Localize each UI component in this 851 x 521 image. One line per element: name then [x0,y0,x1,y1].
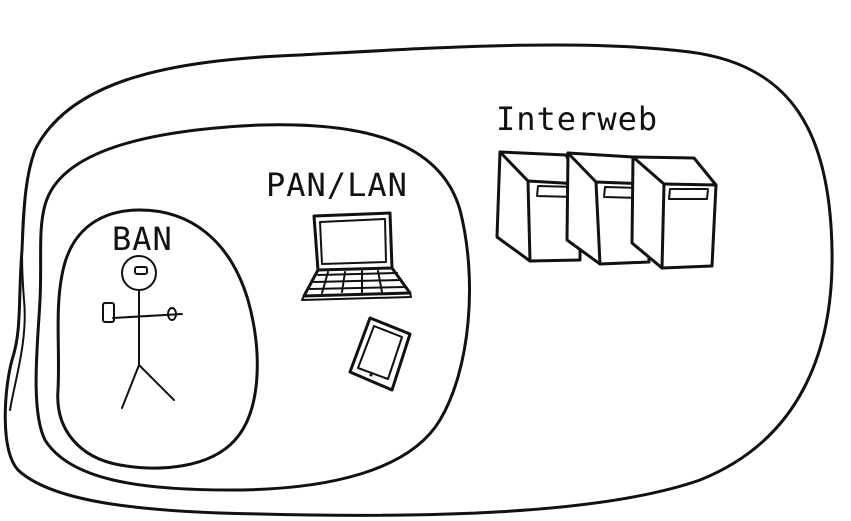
tablet-icon [348,316,412,392]
interweb-region-outline [3,43,834,517]
smartwatch-icon [167,307,177,321]
pan-lan-region-outline [34,123,471,492]
ban-region-outline [56,208,259,470]
stick-figure-person-icon [112,255,183,409]
laptop-icon [301,211,412,301]
ban-label: BAN [112,220,173,258]
interweb-label: Interweb [496,100,659,138]
interweb-region-outline-overlap [9,164,31,411]
pan-lan-label: PAN/LAN [266,166,408,204]
server-icon [630,155,718,270]
phone-icon [102,302,115,323]
